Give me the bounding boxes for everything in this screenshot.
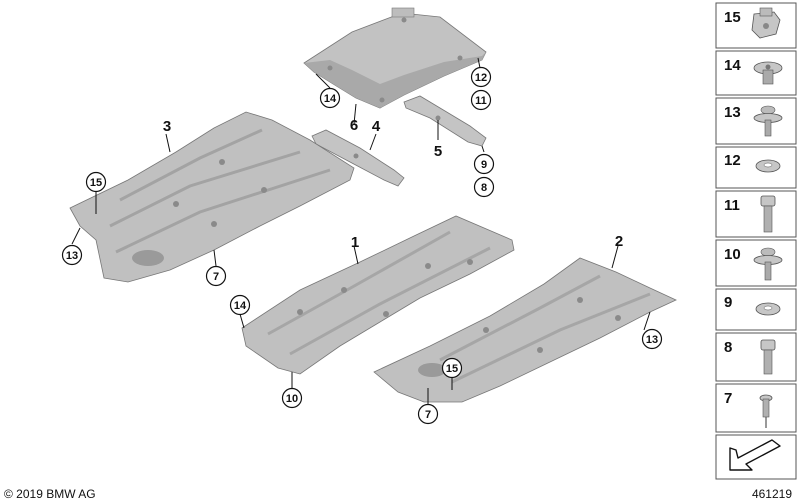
expanding-rivet-icon xyxy=(753,61,783,85)
washer-icon xyxy=(755,159,781,173)
plain-labels: 1 2 3 4 5 6 xyxy=(163,117,623,251)
svg-text:11: 11 xyxy=(724,197,740,214)
svg-text:9: 9 xyxy=(724,294,732,311)
callout-7-right: 7 xyxy=(417,403,439,425)
legend-cell-11: 11 xyxy=(715,190,797,238)
copyright-text: © 2019 BMW AG xyxy=(4,487,96,501)
legend-cell-7: 7 xyxy=(715,383,797,433)
svg-text:12: 12 xyxy=(475,72,487,84)
part-4-bracket xyxy=(311,129,405,187)
legend-cell-9: 9 xyxy=(715,288,797,331)
label-part-3: 3 xyxy=(163,118,171,135)
callout-14-center: 14 xyxy=(229,294,251,316)
svg-text:8: 8 xyxy=(481,182,487,194)
legend-cell-12: 12 xyxy=(715,146,797,189)
callout-11: 11 xyxy=(470,89,492,111)
svg-text:7: 7 xyxy=(724,390,732,407)
label-part-2: 2 xyxy=(615,233,623,250)
svg-text:14: 14 xyxy=(324,93,337,105)
part-1-underbody-shield xyxy=(241,215,515,375)
callout-15-right: 15 xyxy=(441,357,463,379)
collar-screw-icon xyxy=(753,105,783,137)
washer-icon xyxy=(755,302,781,316)
nut-clip-icon xyxy=(751,7,781,39)
callout-13-left: 13 xyxy=(61,244,83,266)
leader-lines xyxy=(71,57,651,404)
svg-text:10: 10 xyxy=(286,393,298,405)
callout-15-left: 15 xyxy=(85,171,107,193)
circled-callouts: 7 7 8 9 10 11 12 13 13 14 14 15 15 xyxy=(61,66,663,425)
callout-14-top: 14 xyxy=(319,87,341,109)
svg-text:13: 13 xyxy=(646,334,658,346)
svg-text:11: 11 xyxy=(475,95,487,107)
svg-text:15: 15 xyxy=(446,363,458,375)
legend-cell-8: 8 xyxy=(715,332,797,382)
part-3-underbody-shield xyxy=(69,111,355,283)
label-part-5: 5 xyxy=(434,143,442,160)
svg-text:9: 9 xyxy=(481,159,487,171)
parts-legend: 15 14 13 xyxy=(715,2,797,480)
svg-text:14: 14 xyxy=(234,300,247,312)
bolt-icon xyxy=(760,195,776,233)
callout-12: 12 xyxy=(470,66,492,88)
svg-text:15: 15 xyxy=(90,177,102,189)
svg-text:10: 10 xyxy=(724,246,741,263)
svg-text:7: 7 xyxy=(213,271,219,283)
callout-7-left: 7 xyxy=(205,265,227,287)
label-part-4: 4 xyxy=(372,118,381,135)
callout-9: 9 xyxy=(473,153,495,175)
label-part-1: 1 xyxy=(351,234,359,251)
callout-10: 10 xyxy=(281,387,303,409)
legend-cell-direction xyxy=(715,434,797,480)
legend-cell-15: 15 xyxy=(715,2,797,49)
svg-text:7: 7 xyxy=(425,409,431,421)
bolt-icon xyxy=(760,339,776,375)
svg-text:8: 8 xyxy=(724,339,732,356)
collar-screw-icon xyxy=(753,247,783,281)
legend-cell-13: 13 xyxy=(715,97,797,145)
legend-cell-10: 10 xyxy=(715,239,797,287)
direction-arrow-icon xyxy=(729,439,781,471)
diagram-id: 461219 xyxy=(752,487,792,501)
svg-text:15: 15 xyxy=(724,9,741,26)
part-6-plate xyxy=(303,7,487,109)
callout-8: 8 xyxy=(473,176,495,198)
svg-text:13: 13 xyxy=(66,250,78,262)
svg-text:12: 12 xyxy=(724,152,741,169)
svg-text:13: 13 xyxy=(724,104,741,121)
svg-text:14: 14 xyxy=(724,57,741,74)
label-part-6: 6 xyxy=(350,117,358,134)
blind-rivet-icon xyxy=(759,394,773,428)
callout-13-right: 13 xyxy=(641,328,663,350)
legend-cell-14: 14 xyxy=(715,50,797,96)
